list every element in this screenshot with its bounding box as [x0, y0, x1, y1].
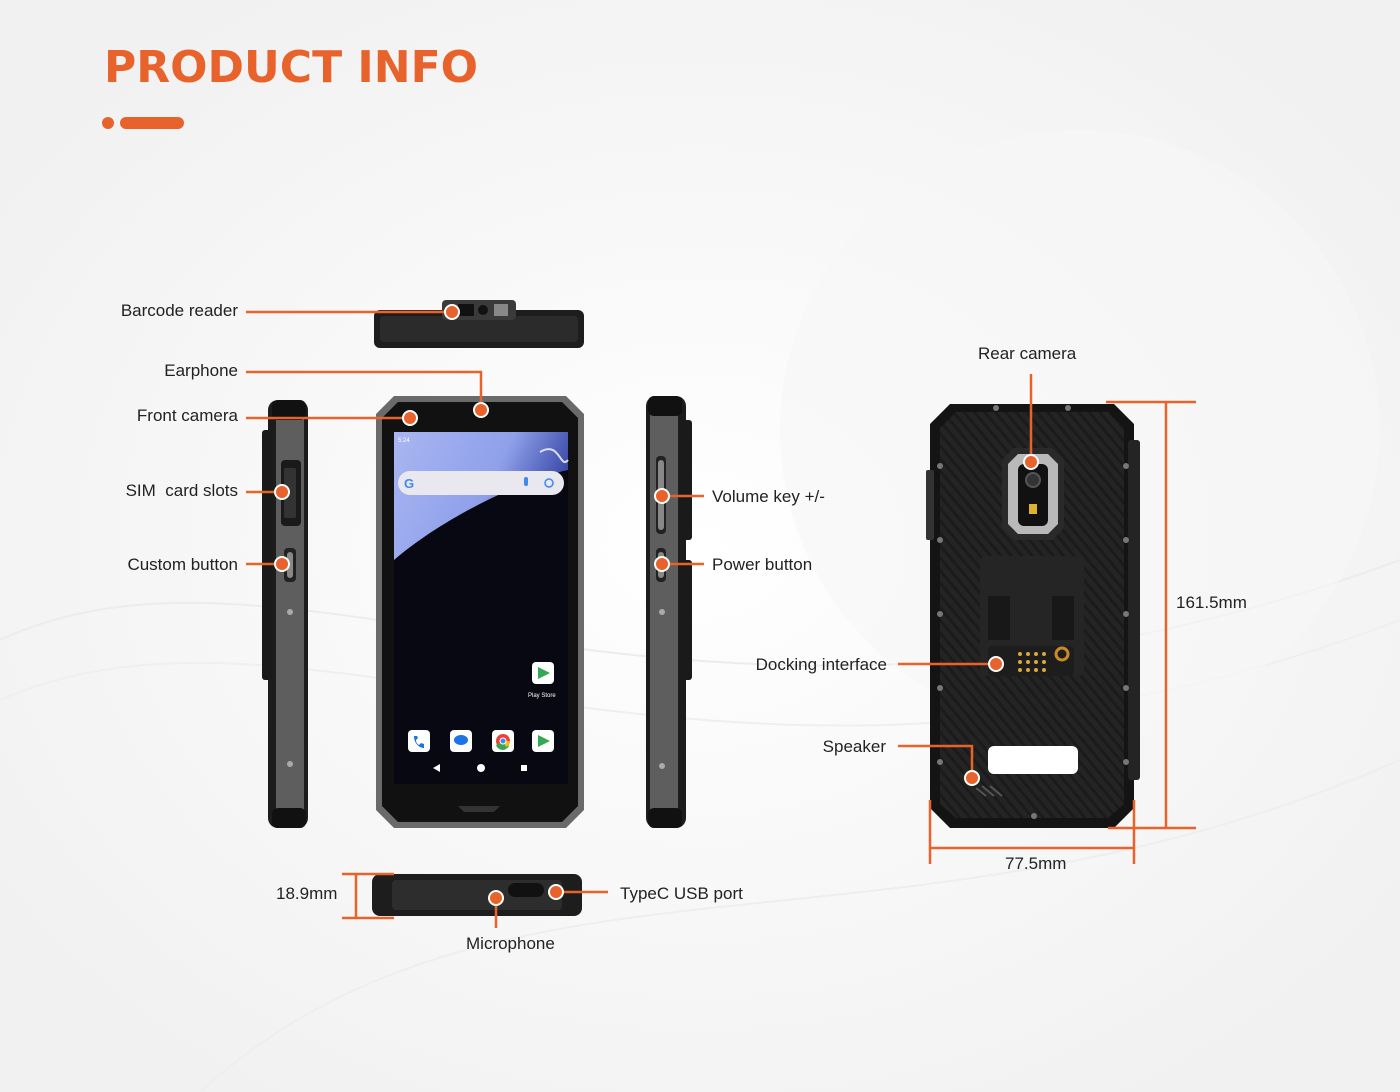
- phone-front-view: 5:24 G Play Store: [376, 396, 584, 828]
- screen-time: 5:24: [398, 438, 410, 444]
- dimension-thickness: 18.9mm: [276, 884, 338, 903]
- label-barcode-reader: Barcode reader: [120, 301, 238, 320]
- dimension-height: 161.5mm: [1176, 593, 1247, 612]
- label-typec-usb-port: TypeC USB port: [620, 884, 743, 903]
- label-docking-interface: Docking interface: [755, 655, 887, 674]
- back-icon[interactable]: [433, 764, 440, 772]
- label-power-button: Power button: [712, 555, 813, 574]
- mic-icon[interactable]: [524, 477, 528, 486]
- phone-top-view: [374, 300, 584, 348]
- label-speaker: Speaker: [822, 737, 886, 756]
- phone-icon[interactable]: [408, 730, 430, 752]
- label-volume-key: Volume key +/-: [712, 487, 825, 506]
- callout-dots: [274, 304, 1039, 906]
- phone-bottom-view: [372, 874, 582, 916]
- label-earphone: Earphone: [164, 361, 238, 380]
- label-rear-camera: Rear camera: [978, 344, 1077, 363]
- phone-back-view: [926, 404, 1140, 828]
- search-bar[interactable]: [398, 471, 564, 495]
- label-front-camera: Front camera: [136, 406, 238, 425]
- recents-icon[interactable]: [521, 765, 527, 771]
- phone-left-side-view: [262, 400, 308, 828]
- label-sim-card-slots: SIM card slots: [125, 481, 238, 500]
- google-g-icon: G: [404, 476, 414, 491]
- title-accent-bar: [120, 117, 184, 129]
- label-microphone: Microphone: [466, 934, 555, 953]
- home-icon[interactable]: [477, 764, 485, 772]
- title-accent-dot: [102, 117, 114, 129]
- page-title: PRODUCT INFO: [104, 42, 479, 93]
- lens-icon[interactable]: [544, 478, 554, 488]
- phone-right-side-view: [646, 396, 692, 828]
- label-custom-button: Custom button: [127, 555, 238, 574]
- dimension-width: 77.5mm: [1005, 854, 1067, 873]
- play-store-label: Play Store: [528, 693, 556, 699]
